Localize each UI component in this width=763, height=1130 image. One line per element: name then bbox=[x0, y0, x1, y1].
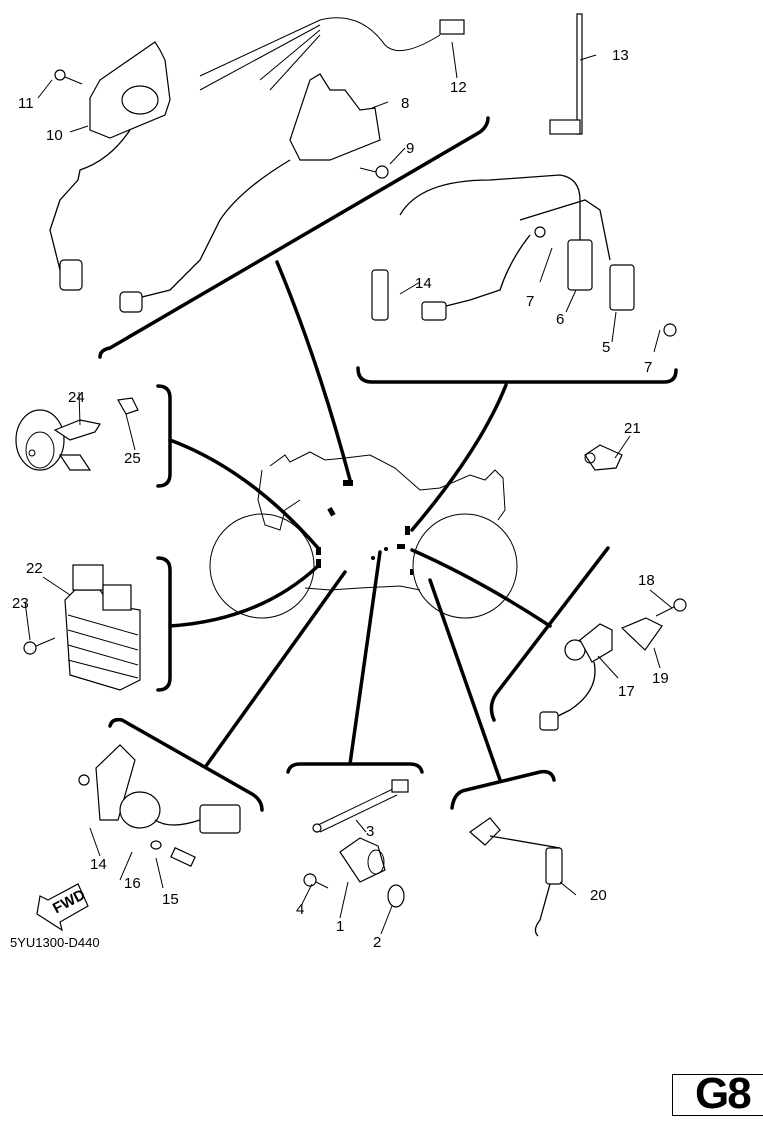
washer-17 bbox=[150, 840, 162, 850]
lead-3 bbox=[312, 779, 409, 833]
sidestand-switch-21 bbox=[469, 817, 563, 937]
callout-6: 6 bbox=[556, 311, 564, 328]
leader-relay bbox=[204, 570, 347, 768]
bolt-11 bbox=[54, 69, 83, 85]
bracket-top-left bbox=[98, 116, 490, 359]
callout-7b: 7 bbox=[644, 359, 652, 376]
callout-9: 9 bbox=[406, 140, 414, 157]
connector-marker bbox=[327, 507, 336, 517]
callout-22: 21 bbox=[624, 420, 641, 437]
callout-26: 25 bbox=[124, 450, 141, 467]
leader-top-left bbox=[275, 260, 352, 482]
motorcycle-outline bbox=[209, 451, 518, 619]
bracket-sidestand bbox=[450, 769, 556, 810]
speed-sensor-18 bbox=[539, 623, 613, 731]
connector-marker bbox=[384, 547, 388, 551]
callout-18: 17 bbox=[618, 683, 635, 700]
clip-22 bbox=[584, 444, 623, 471]
ignition-coil-10 bbox=[49, 41, 171, 291]
callout-24: 23 bbox=[12, 595, 29, 612]
horn-25 bbox=[15, 409, 101, 471]
drawing-code: 5YU1300-D440 bbox=[10, 935, 100, 950]
clip-26 bbox=[117, 397, 139, 415]
callout-23: 22 bbox=[26, 560, 43, 577]
callout-10: 10 bbox=[46, 127, 63, 144]
bracket-regulator bbox=[156, 556, 172, 692]
bolt-4 bbox=[303, 873, 329, 889]
bracket-neutral bbox=[286, 762, 424, 774]
leader-top-right bbox=[410, 383, 508, 532]
connector-marker bbox=[410, 569, 413, 575]
leader-sidestand bbox=[428, 578, 502, 782]
rectifier-regulator-23 bbox=[64, 564, 141, 691]
leader-sensor bbox=[410, 548, 552, 628]
leader-horn bbox=[168, 438, 320, 550]
bolt-19 bbox=[655, 598, 687, 617]
bolt-24 bbox=[23, 637, 56, 655]
callout-11: 11 bbox=[18, 95, 34, 112]
bracket-sensor bbox=[489, 546, 610, 722]
callout-1: 1 bbox=[336, 918, 344, 935]
leader-neutral bbox=[348, 550, 382, 766]
callout-2: 2 bbox=[373, 934, 381, 951]
callout-15: 14 bbox=[90, 856, 107, 873]
callout-leaders bbox=[24, 41, 673, 935]
connector-marker bbox=[371, 556, 375, 560]
cable-tie-13 bbox=[549, 13, 583, 135]
callout-20: 19 bbox=[652, 670, 669, 687]
neutral-switch-1 bbox=[339, 837, 386, 883]
o-ring-2 bbox=[387, 884, 405, 908]
leader-regulator bbox=[168, 564, 320, 628]
page-label-box: G8 bbox=[672, 1069, 763, 1118]
callout-8: 8 bbox=[401, 95, 409, 112]
connector-marker bbox=[397, 544, 405, 549]
callout-4: 4 bbox=[296, 901, 304, 918]
callout-13: 13 bbox=[612, 47, 629, 64]
callout-14: 14 bbox=[415, 275, 432, 292]
starter-relay-15 bbox=[78, 744, 241, 834]
callout-16: 15 bbox=[162, 891, 179, 908]
callout-19: 18 bbox=[638, 572, 655, 589]
bracket-horn bbox=[156, 384, 172, 488]
bolt-9 bbox=[359, 165, 389, 179]
callout-25: 24 bbox=[68, 389, 85, 406]
bolt-7 bbox=[534, 226, 546, 238]
bracket-relay bbox=[108, 717, 264, 812]
holder-8 bbox=[119, 73, 381, 313]
fwd-arrow-icon: FWD bbox=[36, 883, 89, 932]
ignition-coils-5-6 bbox=[371, 174, 635, 321]
connector-marker bbox=[343, 480, 353, 486]
callout-7a: 7 bbox=[526, 293, 534, 310]
bracket-top-right bbox=[356, 366, 678, 384]
callout-3: 3 bbox=[366, 823, 374, 840]
connector-marker bbox=[316, 547, 321, 555]
connector-marker bbox=[316, 559, 321, 568]
lead-wires-12 bbox=[199, 17, 465, 91]
callout-21: 20 bbox=[590, 887, 607, 904]
callout-17: 16 bbox=[124, 875, 141, 892]
bolt-7 bbox=[663, 323, 677, 337]
callout-12: 12 bbox=[450, 79, 467, 96]
page-label: G8 bbox=[695, 1069, 752, 1118]
callout-5: 5 bbox=[602, 339, 610, 356]
connector-marker bbox=[405, 526, 410, 535]
bolt-16 bbox=[170, 847, 196, 867]
bracket-20 bbox=[620, 617, 663, 651]
